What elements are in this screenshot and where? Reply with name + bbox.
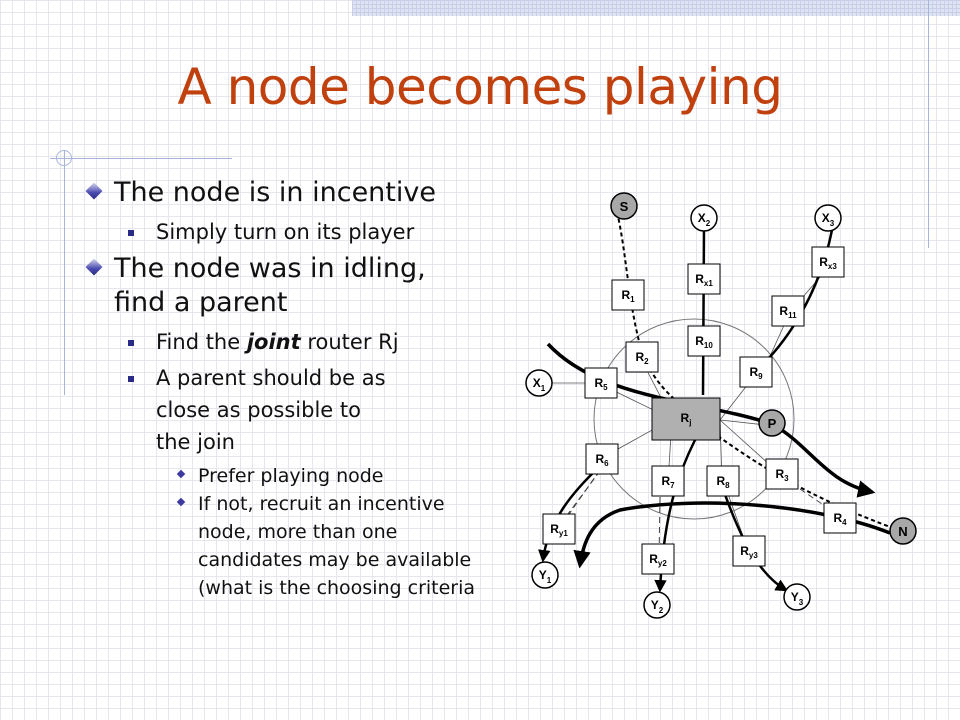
square-bullet-icon <box>128 376 134 382</box>
diamond-bullet-icon <box>85 182 103 200</box>
router-r9: R9 <box>739 356 773 388</box>
crosshair-decoration <box>56 150 72 166</box>
sub-bullet-text: Simply turn on its player <box>156 220 415 244</box>
sub-sub-bullet-text: Prefer playing node <box>198 465 384 487</box>
router-r8: R8 <box>706 465 740 497</box>
sub-sub-bullet-prefer: Prefer playing node <box>84 462 484 490</box>
svg-text:R2: R2 <box>635 350 649 366</box>
svg-text:Rj: Rj <box>681 411 692 427</box>
node-x2: X2 <box>690 204 718 232</box>
svg-text:R6: R6 <box>595 452 609 468</box>
router-r5: R5 <box>584 367 618 399</box>
node-x1: X1 <box>525 369 553 397</box>
svg-text:R10: R10 <box>695 334 713 350</box>
router-r1: R1 <box>611 279 645 311</box>
svg-text:R7: R7 <box>661 474 675 490</box>
svg-text:S: S <box>620 199 629 214</box>
svg-text:Ry3: Ry3 <box>740 544 758 560</box>
svg-text:Rx3: Rx3 <box>819 255 837 271</box>
svg-text:Ry2: Ry2 <box>649 552 667 568</box>
node-x3: X3 <box>814 204 842 232</box>
svg-text:X2: X2 <box>698 211 711 228</box>
router-r6: R6 <box>585 443 619 475</box>
sub-bullet-text-pre: Find the <box>156 330 247 354</box>
svg-text:R9: R9 <box>749 365 763 381</box>
router-ry1: Ry1 <box>542 513 576 545</box>
svg-text:Y3: Y3 <box>791 590 804 607</box>
horizontal-decorative-line <box>50 158 232 159</box>
router-r10: R10 <box>687 325 721 357</box>
source-dotted-path <box>616 211 695 416</box>
top-decorative-band <box>352 0 960 16</box>
svg-text:R3: R3 <box>775 467 789 483</box>
sub-bullet-text: A parent should be as close as possible … <box>156 366 386 454</box>
router-r4: R4 <box>823 502 857 534</box>
left-decorative-line <box>64 150 65 395</box>
node-s: S <box>610 192 638 220</box>
svg-text:P: P <box>768 416 777 431</box>
svg-text:X3: X3 <box>822 211 835 228</box>
bullet-incentive: The node is in incentive <box>84 176 484 210</box>
diagram-routers: R1 Rx1 Rx3 R11 R10 R2 R9 R5 Rj R6 R7 R8 … <box>542 246 857 575</box>
svg-text:Ry1: Ry1 <box>550 522 568 538</box>
sub-sub-bullet-text: If not, recruit an incentive node, more … <box>198 493 476 599</box>
sub-bullet-emphasis: joint <box>246 330 301 354</box>
diagram-endpoint-nodes: S X2 X3 X1 P N Y1 Y2 <box>525 192 917 619</box>
router-r3: R3 <box>765 458 799 490</box>
bullet-text: The node was in idling, find a parent <box>114 253 426 318</box>
node-p: P <box>758 409 786 437</box>
square-bullet-icon <box>128 340 134 346</box>
svg-text:N: N <box>898 524 907 539</box>
svg-text:Y1: Y1 <box>539 568 552 585</box>
node-y2: Y2 <box>643 591 671 619</box>
square-bullet-icon <box>128 230 134 236</box>
bullet-text: The node is in incentive <box>114 177 436 208</box>
router-rx3: Rx3 <box>811 246 845 278</box>
router-rx1: Rx1 <box>687 263 721 295</box>
dashed-links <box>555 469 845 561</box>
bullet-idling: The node was in idling, find a parent <box>84 252 484 320</box>
router-ry2: Ry2 <box>641 543 675 575</box>
bullet-list: The node is in incentive Simply turn on … <box>84 176 484 602</box>
svg-text:R11: R11 <box>779 304 797 320</box>
sub-bullet-parent-close: A parent should be as close as possible … <box>84 362 386 458</box>
svg-text:R1: R1 <box>621 288 635 304</box>
svg-text:R4: R4 <box>833 511 847 527</box>
node-y1: Y1 <box>531 561 559 589</box>
sub-bullet-text-post: router Rj <box>300 330 399 354</box>
sub-bullet-player: Simply turn on its player <box>84 216 484 248</box>
router-ry3: Ry3 <box>732 535 766 567</box>
router-r7: R7 <box>651 465 685 497</box>
sub-bullet-joint-router: Find the joint router Rj <box>84 326 484 358</box>
router-r2: R2 <box>625 341 659 373</box>
diamond-bullet-icon <box>85 258 103 276</box>
svg-text:Y2: Y2 <box>651 598 664 615</box>
svg-text:Rx1: Rx1 <box>695 272 713 288</box>
small-diamond-bullet-icon <box>176 497 186 507</box>
slide-title: A node becomes playing <box>177 58 783 116</box>
small-diamond-bullet-icon <box>176 469 186 479</box>
join-region-circle <box>593 318 795 520</box>
svg-text:R5: R5 <box>594 376 608 392</box>
svg-text:X1: X1 <box>533 376 546 393</box>
svg-text:R8: R8 <box>716 474 730 490</box>
node-y3: Y3 <box>783 583 811 611</box>
router-rj: Rj <box>651 397 721 441</box>
router-r11: R11 <box>771 295 805 327</box>
sub-sub-bullet-recruit: If not, recruit an incentive node, more … <box>84 490 478 602</box>
right-decorative-line <box>928 0 929 248</box>
node-n: N <box>889 517 917 545</box>
network-diagram: S X2 X3 X1 P N Y1 Y2 <box>525 192 917 619</box>
